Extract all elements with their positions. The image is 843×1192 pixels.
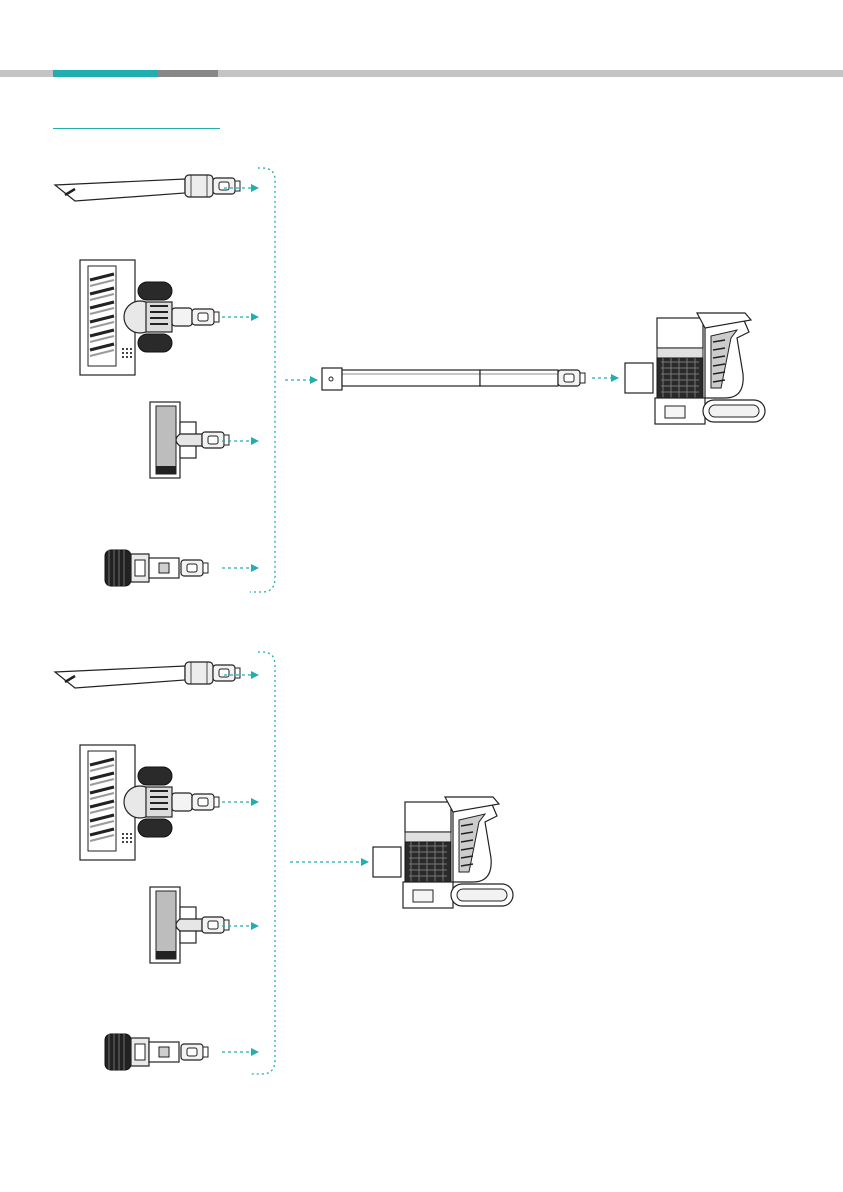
handheld-unit-icon: [625, 313, 765, 424]
dust-brush-icon: [105, 550, 208, 586]
bracket-2: [250, 652, 275, 1074]
diagram-1: [55, 168, 765, 592]
bracket-1: [250, 168, 275, 592]
mini-brush-icon: [150, 402, 229, 478]
crevice-tool-icon: [55, 662, 240, 688]
floor-brush-icon: [80, 745, 219, 860]
handheld-unit-icon: [373, 797, 513, 908]
extension-tube-icon: [322, 368, 585, 390]
diagram-2: [55, 652, 513, 1074]
mini-brush-icon: [150, 887, 229, 963]
crevice-tool-icon: [55, 175, 240, 201]
dust-brush-icon: [105, 1034, 208, 1070]
floor-brush-icon: [80, 260, 219, 375]
